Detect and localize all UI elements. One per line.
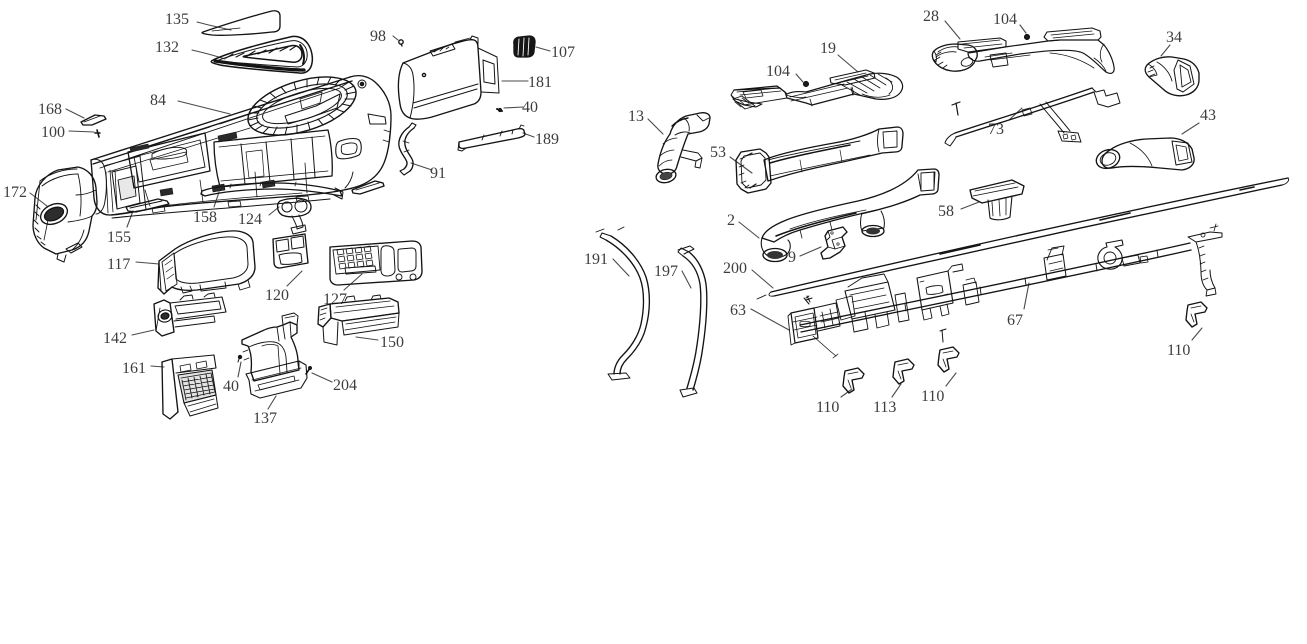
svg-text:135: 135: [165, 11, 189, 28]
svg-text:58: 58: [938, 203, 954, 220]
svg-text:2: 2: [727, 212, 735, 229]
svg-text:137: 137: [253, 410, 277, 427]
svg-text:204: 204: [333, 377, 357, 394]
svg-text:168: 168: [38, 101, 62, 118]
svg-text:155: 155: [107, 229, 131, 246]
svg-text:197: 197: [654, 263, 678, 280]
svg-text:53: 53: [710, 144, 726, 161]
svg-text:63: 63: [730, 302, 746, 319]
svg-text:132: 132: [155, 39, 179, 56]
svg-text:28: 28: [923, 8, 939, 25]
svg-text:181: 181: [528, 74, 552, 91]
svg-text:19: 19: [820, 40, 836, 57]
svg-text:43: 43: [1200, 107, 1216, 124]
svg-text:110: 110: [921, 388, 944, 405]
svg-text:104: 104: [993, 11, 1017, 28]
svg-text:34: 34: [1166, 29, 1182, 46]
svg-text:98: 98: [370, 28, 386, 45]
svg-text:158: 158: [193, 209, 217, 226]
svg-text:104: 104: [766, 63, 790, 80]
svg-text:40: 40: [522, 99, 538, 116]
svg-text:9: 9: [788, 249, 796, 266]
svg-text:142: 142: [103, 330, 127, 347]
svg-text:100: 100: [41, 124, 65, 141]
svg-text:84: 84: [150, 92, 166, 109]
svg-text:91: 91: [430, 165, 446, 182]
svg-text:40: 40: [223, 378, 239, 395]
svg-text:67: 67: [1007, 312, 1023, 329]
svg-text:13: 13: [628, 108, 644, 125]
svg-text:161: 161: [122, 360, 146, 377]
svg-text:120: 120: [265, 287, 289, 304]
svg-text:172: 172: [3, 184, 27, 201]
svg-text:189: 189: [535, 131, 559, 148]
svg-text:150: 150: [380, 334, 404, 351]
svg-text:113: 113: [873, 399, 896, 416]
svg-text:200: 200: [723, 260, 747, 277]
svg-text:110: 110: [1167, 342, 1190, 359]
svg-text:107: 107: [551, 44, 575, 61]
svg-text:124: 124: [238, 211, 262, 228]
svg-text:117: 117: [107, 256, 130, 273]
svg-text:110: 110: [816, 399, 839, 416]
svg-text:191: 191: [584, 251, 608, 268]
